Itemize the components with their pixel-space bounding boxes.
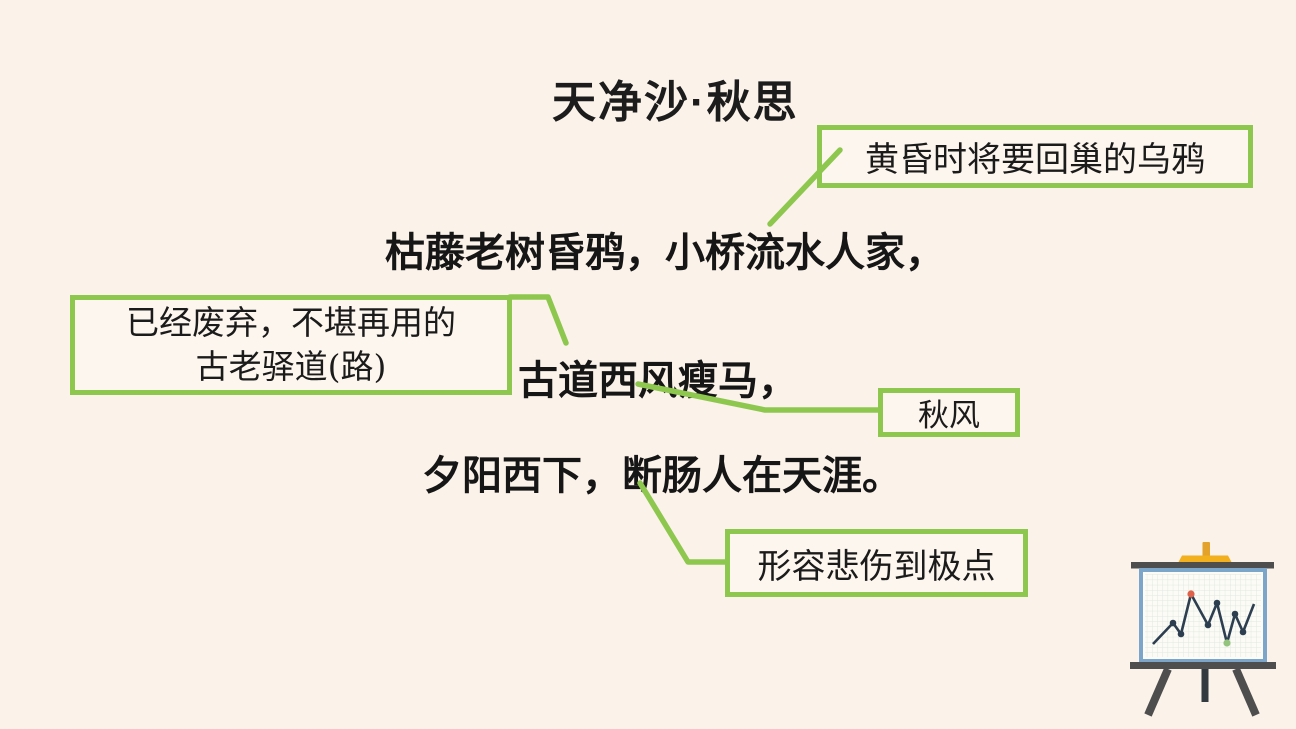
easel-chart-illustration (1130, 542, 1276, 717)
easel-clamp-tab (1202, 542, 1210, 559)
annotation-box-old-road: 已经废弃，不堪再用的 古老驿道(路) (70, 295, 512, 395)
chart-dot (1213, 599, 1221, 607)
annotation-box-autumn-wind: 秋风 (878, 388, 1020, 437)
leader-line-old-road (507, 294, 569, 346)
poem-line-2: 古道西风瘦马， (518, 359, 798, 403)
chart-dot (1169, 619, 1177, 627)
annotation-text-old-road-line1: 已经废弃，不堪再用的 (126, 303, 456, 342)
annotation-box-crow: 黄昏时将要回巢的乌鸦 (817, 125, 1253, 188)
annotation-text-heartbroken: 形容悲伤到极点 (757, 546, 996, 587)
easel-center-leg (1201, 669, 1209, 702)
chart-dot-orange (1187, 590, 1195, 598)
easel-right-leg (1232, 667, 1260, 717)
chart-dot (1231, 610, 1239, 618)
annotation-text-autumn-wind: 秋风 (918, 398, 980, 434)
easel-clamp-bar (1178, 555, 1232, 563)
poem-line-1: 枯藤老树昏鸦，小桥流水人家， (385, 231, 945, 275)
annotation-text-crow: 黄昏时将要回巢的乌鸦 (865, 140, 1205, 180)
easel-top-rail (1131, 562, 1274, 569)
chart-dot (1177, 630, 1185, 638)
easel-bottom-rail (1130, 662, 1276, 669)
easel-chart-line (1152, 592, 1256, 645)
poem-line-3: 夕阳西下，断肠人在天涯。 (422, 454, 902, 498)
chart-dot-green (1223, 639, 1231, 647)
chart-dot (1239, 628, 1247, 636)
annotation-box-heartbroken: 形容悲伤到极点 (725, 529, 1028, 597)
easel-left-leg (1144, 667, 1172, 717)
slide-title: 天净沙·秋思 (552, 78, 799, 127)
chart-dot (1204, 621, 1212, 629)
annotation-text-old-road-line2: 古老驿道(路) (195, 347, 387, 386)
